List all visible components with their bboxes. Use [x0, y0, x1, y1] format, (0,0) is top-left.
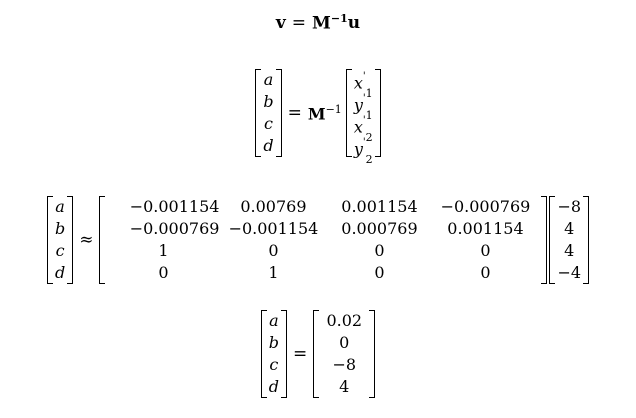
approx-sign: ≈: [79, 230, 94, 250]
abcd-vector: a b c d: [46, 196, 74, 284]
bracket-left: [260, 310, 267, 398]
rhs-cell: 4: [564, 241, 575, 260]
matrix-cell: 0.001154: [341, 197, 418, 216]
bracket-right: [583, 196, 590, 284]
result-column: 0.02 0 −8 4: [321, 310, 367, 398]
bracket-left: [345, 69, 352, 157]
abcd-column: a b c d: [269, 310, 279, 398]
exponent: −1: [330, 12, 348, 26]
matrix-m: M: [307, 104, 326, 124]
abcd-vector: a b c d: [255, 69, 282, 157]
vector-u: u: [347, 13, 361, 33]
matrix-cell: 1: [158, 241, 169, 260]
matrix-cell: 0: [374, 263, 385, 282]
matrix-cell: 0.000769: [341, 219, 418, 238]
var-c: c: [264, 114, 273, 133]
matrix-m: M: [312, 13, 331, 34]
equation-symbolic: a b c d = M−1 x'1 y'1 x'2 y'2: [0, 60, 636, 166]
var-b: b: [268, 333, 279, 352]
bracket-right: [275, 69, 282, 157]
result-cell: 4: [339, 377, 350, 396]
matrix-m-inverse: M−1: [308, 103, 342, 123]
bracket-right: [281, 310, 287, 398]
result-vector: 0.02 0 −8 4: [313, 310, 376, 398]
matrix-cell: −0.001154: [129, 197, 220, 216]
exponent: −1: [325, 102, 342, 116]
equation-inverse: v = M−1 u: [0, 10, 636, 36]
equation-result: a b c d = 0.02 0 −8 4: [0, 304, 636, 404]
bracket-left: [313, 310, 320, 398]
prime-vector: x'1 y'1 x'2 y'2: [345, 69, 381, 166]
x1-prime: x'1: [353, 71, 373, 100]
bracket-left: [46, 196, 53, 284]
matrix-cell: 0: [480, 263, 491, 282]
matrix-cell: −0.001154: [228, 219, 319, 238]
var-b: b: [54, 219, 66, 238]
matrix-cell: 1: [268, 263, 279, 282]
matrix-cell: 0: [268, 241, 279, 260]
matrix-column-4: −0.000769 0.001154 0 0: [431, 196, 539, 284]
y1-prime: y'1: [353, 93, 373, 122]
matrix-m-inverse: M−1: [312, 12, 348, 34]
y2-prime: y'2: [353, 137, 373, 166]
bracket-right: [541, 196, 548, 284]
matrix-column-2: 0.00769 −0.001154 0 1: [219, 196, 327, 284]
bracket-left: [549, 196, 556, 284]
bracket-left: [255, 69, 262, 157]
matrix-cell: 0.001154: [447, 219, 524, 238]
abcd-vector: a b c d: [260, 310, 287, 398]
var-a: a: [269, 311, 279, 330]
matrix-cell: 0: [158, 263, 169, 282]
matrix-cell: 0: [480, 241, 491, 260]
bracket-right: [374, 69, 381, 157]
matrix-cell: −0.000769: [440, 197, 531, 216]
matrix-column-3: 0.001154 0.000769 0 0: [327, 196, 431, 284]
var-a: a: [263, 70, 274, 89]
abcd-column: a b c d: [55, 196, 65, 284]
bracket-left: [99, 196, 106, 284]
rhs-cell: −4: [557, 263, 582, 282]
rhs-cell: 4: [564, 219, 575, 238]
vector-v: v: [275, 13, 286, 33]
var-d: d: [263, 136, 274, 155]
var-d: d: [54, 263, 66, 282]
rhs-vector: −8 4 4 −4: [549, 196, 590, 284]
abcd-column: a b c d: [263, 69, 273, 157]
result-cell: 0: [339, 333, 350, 352]
var-b: b: [263, 92, 274, 111]
var-a: a: [55, 197, 65, 216]
equals-sign: =: [287, 103, 302, 123]
equals-sign: =: [291, 13, 307, 33]
matrix-cell: 0: [374, 241, 385, 260]
rhs-cell: −8: [557, 197, 582, 216]
result-cell: 0.02: [326, 311, 363, 330]
var-d: d: [268, 377, 279, 396]
matrix-cell: −0.000769: [129, 219, 220, 238]
prime-column: x'1 y'1 x'2 y'2: [353, 69, 373, 166]
equation-numeric: a b c d ≈ −0.001154 −0.000769 1 0 0.0076…: [0, 192, 636, 288]
matrix-column-1: −0.001154 −0.000769 1 0: [107, 196, 220, 284]
rhs-column: −8 4 4 −4: [557, 196, 581, 284]
inverse-matrix: −0.001154 −0.000769 1 0 0.00769 −0.00115…: [99, 196, 548, 284]
var-c: c: [55, 241, 65, 260]
bracket-right: [67, 196, 74, 284]
x2-prime: x'2: [353, 115, 373, 144]
var-c: c: [269, 355, 279, 374]
matrix-cell: 0.00769: [240, 197, 307, 216]
equals-sign: =: [293, 344, 308, 364]
bracket-right: [369, 310, 376, 398]
result-cell: −8: [332, 355, 357, 374]
